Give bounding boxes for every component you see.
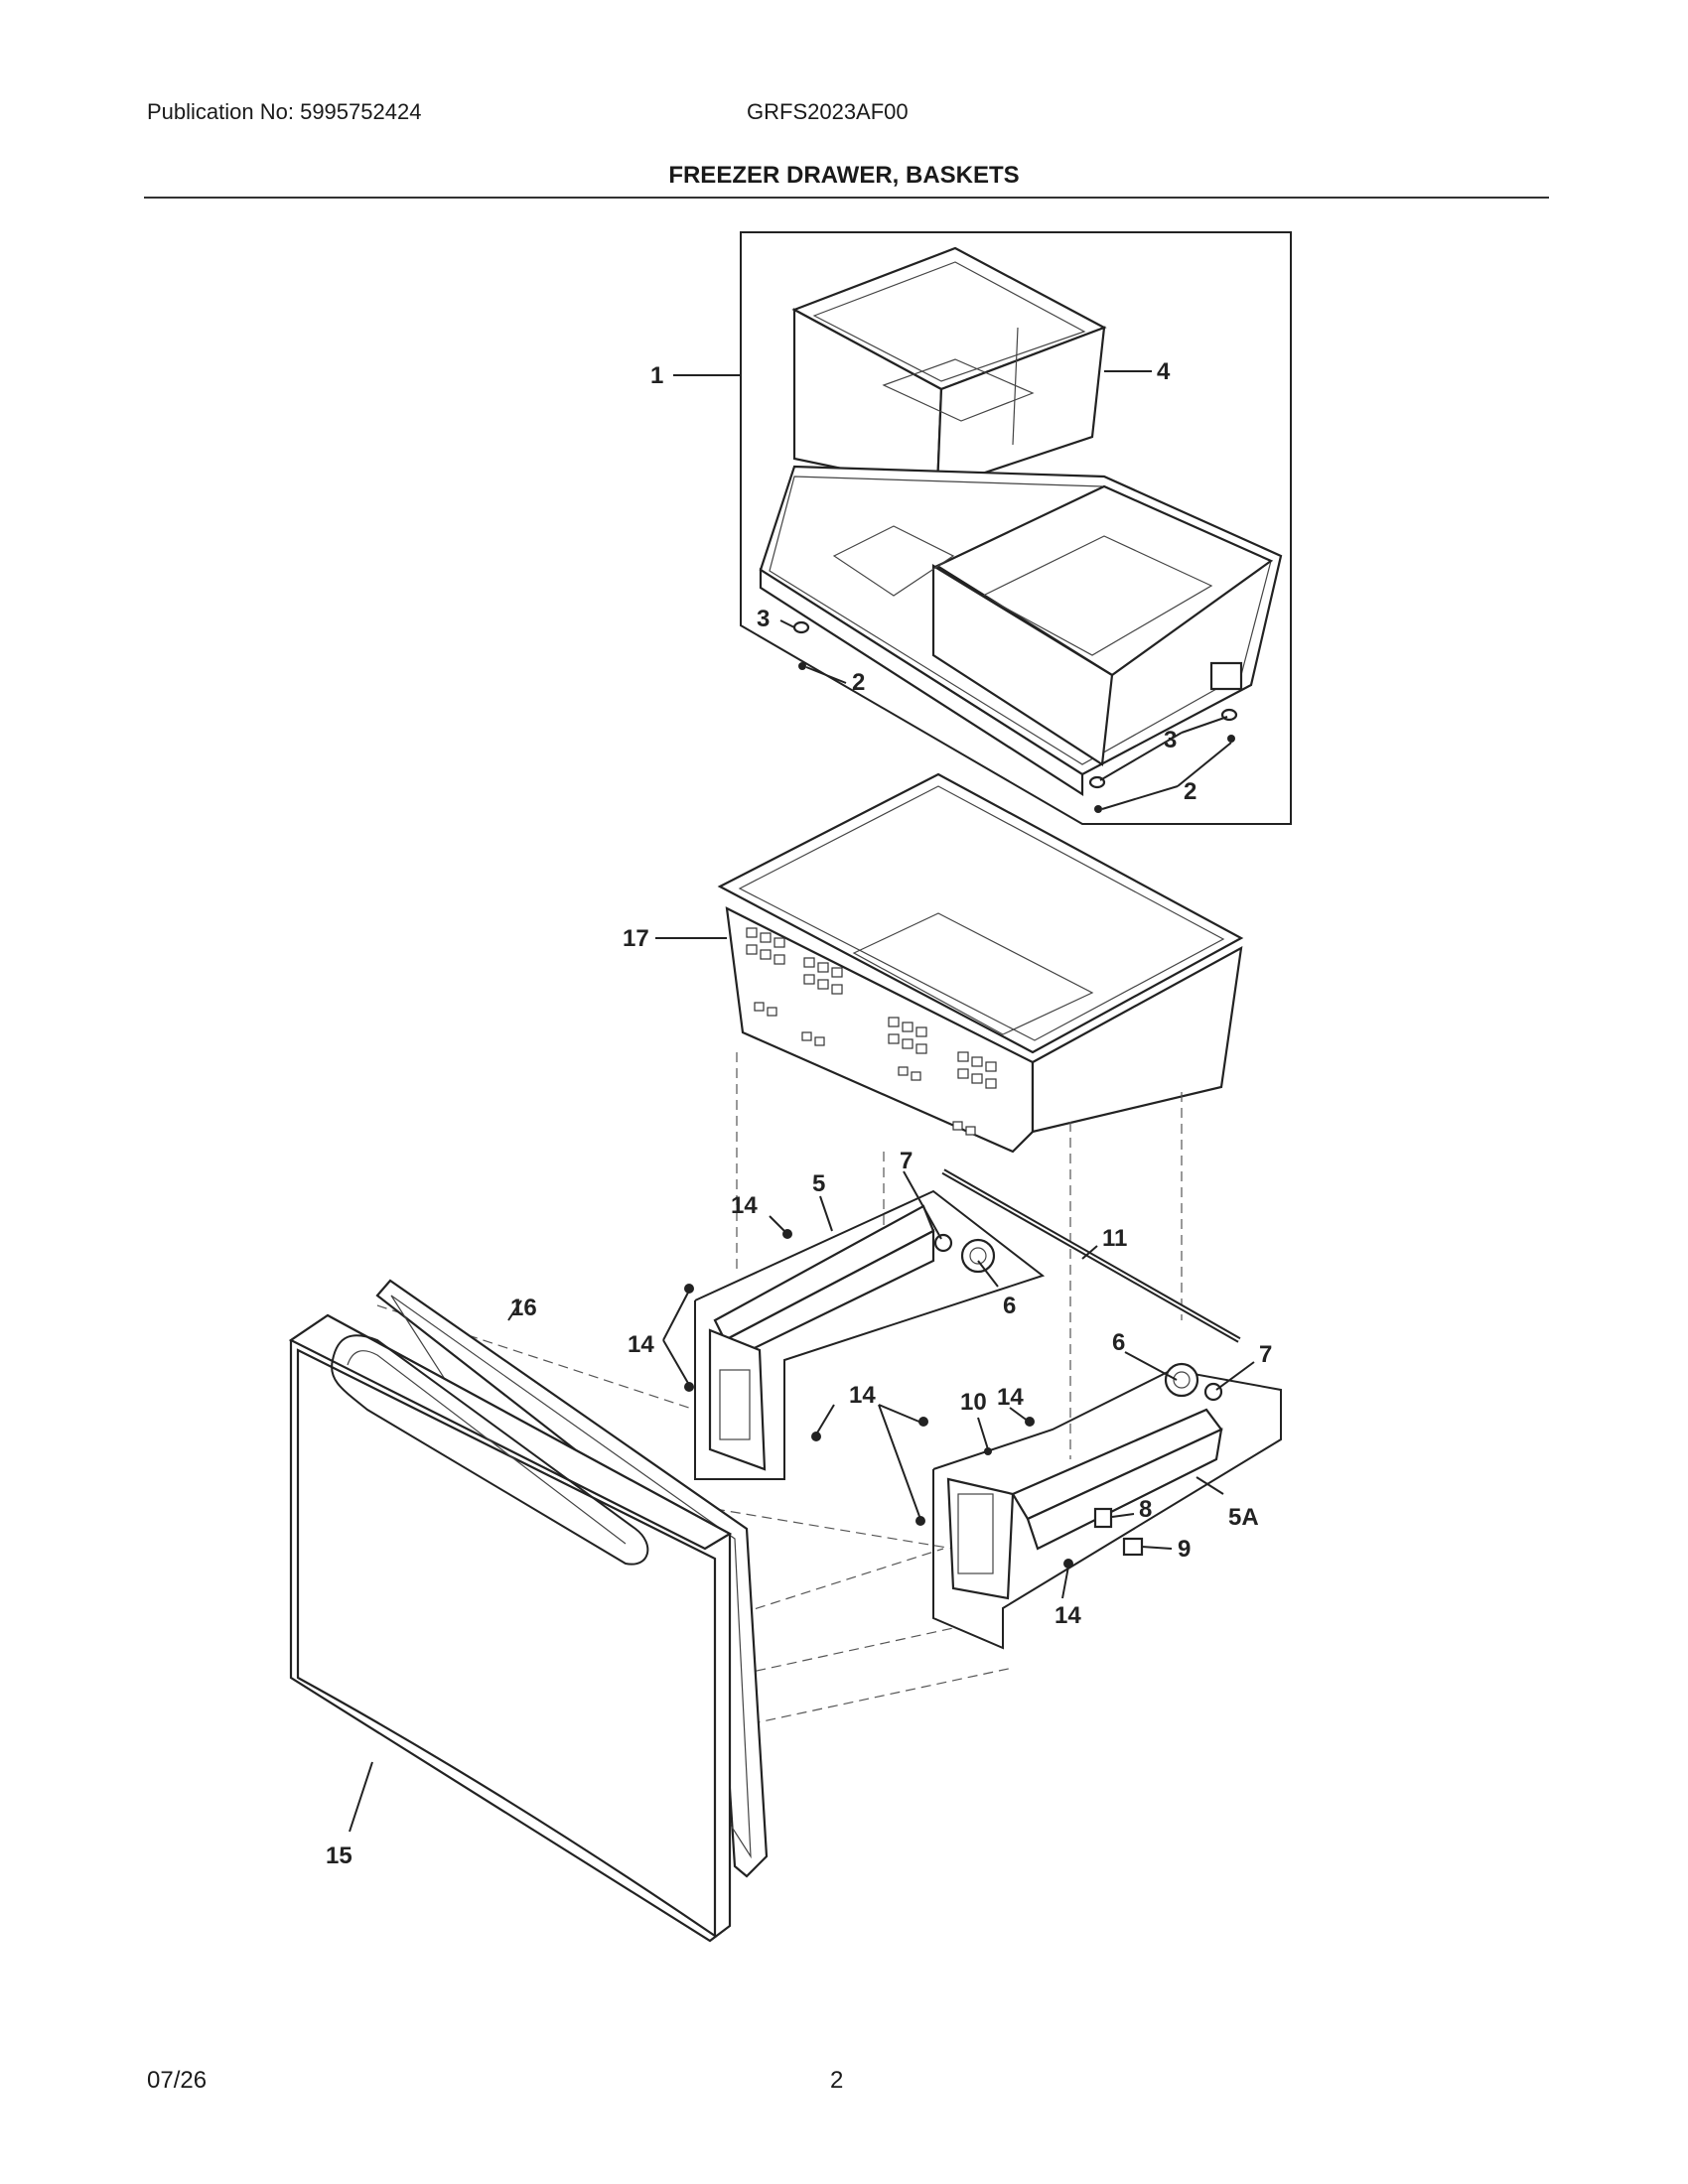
callout-3: 3 [1164,727,1177,753]
page-number: 2 [830,2067,844,2094]
callout-7: 7 [900,1148,913,1174]
page-title: FREEZER DRAWER, BASKETS [668,162,1020,189]
rail-clip [1093,1507,1113,1529]
right-gear [1164,1362,1199,1398]
left-gear [960,1238,996,1274]
callout-3: 3 [757,606,770,632]
callout-6: 6 [1003,1293,1016,1319]
callout-14: 14 [849,1382,876,1409]
right-roller [1203,1382,1223,1402]
callout-8: 8 [1139,1496,1152,1523]
alignment-lines [376,1052,1183,1728]
screws [684,1229,1073,1569]
callout-4: 4 [1157,358,1171,385]
callout-1: 1 [650,362,663,389]
freezer-basket [717,772,1244,1154]
basket-fasteners [792,620,1238,813]
callout-14: 14 [1055,1602,1081,1629]
upper-small-basket [791,246,1107,490]
callout-9: 9 [1178,1536,1191,1563]
basket-vent-slots [746,927,997,1136]
publication-number: Publication No: 5995752424 [147,99,422,124]
callout-labels: 1 4 3 2 3 2 17 7 14 5 11 16 6 14 6 7 14 … [326,358,1272,1869]
model-number: GRFS2023AF00 [747,99,909,124]
callout-14: 14 [628,1331,654,1358]
callout-16: 16 [510,1295,537,1321]
basket-assembly-group [740,231,1292,825]
callout-5A: 5A [1228,1504,1259,1531]
drawer-front [288,1313,733,1943]
callout-10: 10 [960,1389,987,1416]
callout-11: 11 [1102,1225,1127,1252]
callout-5: 5 [812,1170,825,1197]
callout-6: 6 [1112,1329,1125,1356]
leader-lines [349,370,1255,1833]
callout-7: 7 [1259,1341,1272,1368]
basket-roller [1209,661,1243,691]
callout-15: 15 [326,1843,352,1869]
left-roller [933,1233,953,1253]
callout-2: 2 [1184,778,1196,805]
callout-14: 14 [731,1192,758,1219]
rail-bumper [1122,1537,1144,1557]
callout-2: 2 [852,669,865,696]
footer-date: 07/26 [147,2067,208,2094]
lower-large-basket [759,465,1283,797]
left-slide-rail [694,1189,1046,1480]
title-divider [144,197,1549,199]
right-slide-rail [932,1362,1282,1650]
assembly-outline [740,231,1292,825]
callout-17: 17 [623,925,649,952]
callout-14: 14 [997,1384,1024,1411]
